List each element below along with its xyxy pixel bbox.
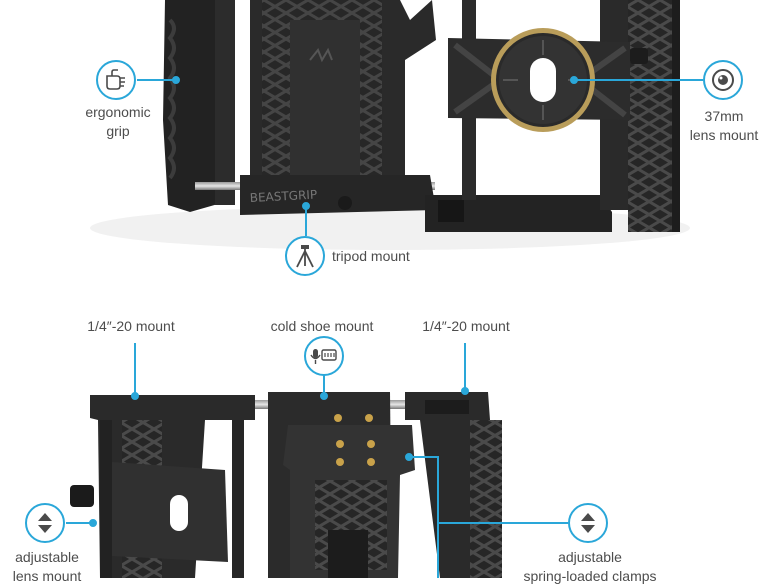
clamps-label: adjustable spring-loaded clamps: [523, 548, 656, 586]
lens-mount-adjust-line1: adjustable: [15, 549, 79, 565]
clamps-line2: spring-loaded clamps: [523, 568, 657, 584]
lens-mount-label: 37mm lens mount: [690, 107, 758, 145]
up-down-arrows-icon: [25, 503, 65, 543]
lens-mount-adjust-line2: lens mount: [12, 568, 82, 584]
tripod-mount-label: tripod mount: [332, 248, 410, 264]
mount-right-label: 1/4″-20 mount: [422, 318, 510, 334]
mic-light-icon: [304, 336, 344, 376]
ergonomic-grip-label: ergonomic grip: [85, 103, 150, 141]
bottom-rig: [70, 392, 502, 578]
cold-shoe-label: cold shoe mount: [270, 318, 374, 334]
top-rig: BEASTGRIP: [90, 0, 690, 250]
clamps-line1: adjustable: [558, 549, 622, 565]
lens-mount-line2: lens mount: [689, 127, 759, 143]
brand-engraving: BEASTGRIP: [249, 187, 317, 205]
lens-mount-adjust-label: adjustable lens mount: [13, 548, 81, 586]
ergonomic-grip-line2: grip: [106, 123, 130, 139]
top-leader-lines: [137, 76, 703, 236]
mount-left-label: 1/4″-20 mount: [87, 318, 175, 334]
hand-grip-icon: [96, 60, 136, 100]
ergonomic-grip-line1: ergonomic: [85, 104, 151, 120]
lens-icon: [703, 60, 743, 100]
lens-mount-line1: 37mm: [704, 108, 744, 124]
up-down-arrows-icon: [568, 503, 608, 543]
tripod-icon: [285, 236, 325, 276]
bottom-leader-lines: [66, 343, 568, 578]
